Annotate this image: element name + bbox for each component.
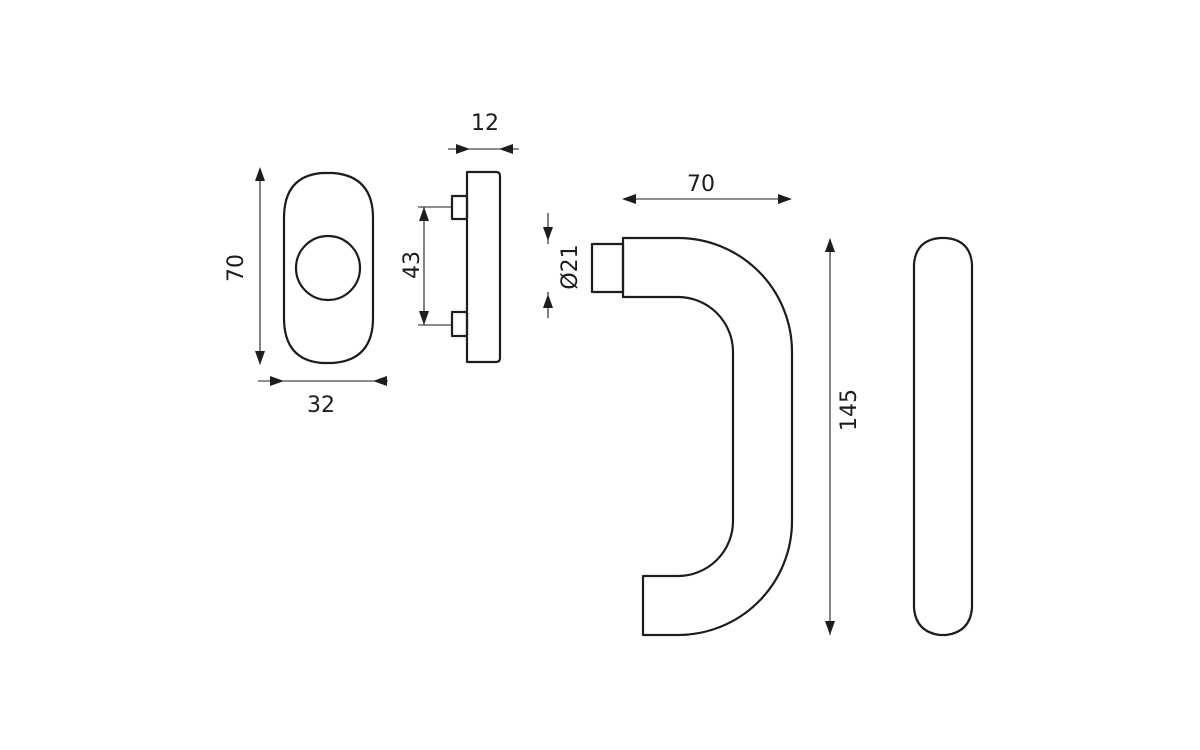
rose-side-plate	[465, 170, 502, 364]
lever-handle-outline	[621, 236, 794, 637]
rose-width-arrow-left	[270, 376, 284, 386]
spindle-spacing-arrow-bottom	[419, 311, 429, 325]
lever-front-outline	[912, 236, 974, 637]
neck-diameter-arrow-top	[543, 227, 553, 241]
rose-width-dimension: 32	[258, 376, 388, 418]
spindle-spacing-dimension: 43	[400, 206, 452, 326]
rose-height-arrow-top	[255, 167, 265, 181]
rose-width-label: 32	[307, 393, 335, 418]
lever-length-label: 145	[837, 389, 862, 431]
rose-outline	[282, 171, 375, 365]
rose-side-upper-stud	[450, 194, 469, 221]
rose-depth-arrow-left	[456, 144, 470, 154]
rose-height-label: 70	[224, 254, 249, 282]
neck-diameter-dimension: Ø21	[543, 213, 583, 318]
spindle-spacing-arrow-top	[419, 207, 429, 221]
lever-projection-arrow-right	[778, 194, 792, 204]
lever-projection-label: 70	[687, 172, 715, 197]
neck-diameter-arrow-bottom	[543, 294, 553, 308]
rose-side-view	[450, 170, 502, 364]
rose-depth-label: 12	[471, 111, 499, 136]
lever-projection-dimension: 70	[622, 172, 792, 204]
neck-diameter-label: Ø21	[558, 244, 583, 289]
lever-projection-arrow-left	[622, 194, 636, 204]
lever-length-dimension: 145	[825, 238, 862, 635]
rose-height-dimension: 70	[224, 167, 265, 365]
lever-neck	[590, 242, 625, 294]
rose-front-view	[282, 171, 375, 365]
rose-side-lower-stud	[450, 310, 469, 338]
rose-depth-dimension: 12	[448, 111, 519, 154]
lever-side-view	[590, 236, 794, 637]
rose-depth-arrow-right	[499, 144, 513, 154]
lever-length-arrow-bottom	[825, 621, 835, 635]
rose-hole	[294, 234, 362, 302]
rose-width-arrow-right	[373, 376, 387, 386]
lever-length-arrow-top	[825, 238, 835, 252]
lever-front-view	[912, 236, 974, 637]
rose-height-arrow-bottom	[255, 351, 265, 365]
spindle-spacing-label: 43	[400, 251, 425, 279]
